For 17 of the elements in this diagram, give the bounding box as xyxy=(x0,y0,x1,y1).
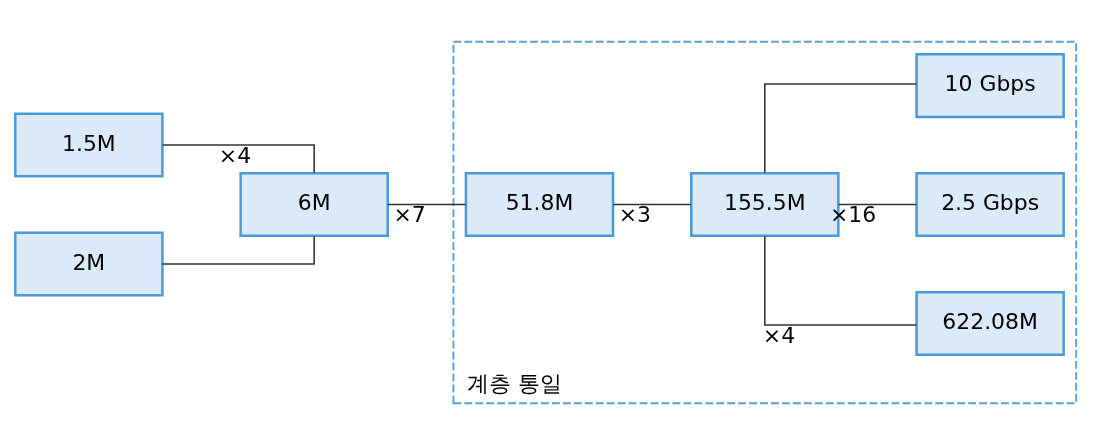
edge-label: ×4 xyxy=(762,322,796,348)
node-box: 2M xyxy=(14,230,164,296)
connector xyxy=(387,203,467,205)
edge-label: ×4 xyxy=(218,142,252,168)
node-box: 1.5M xyxy=(14,112,164,178)
edge-label: ×7 xyxy=(393,201,426,227)
connector xyxy=(764,82,918,174)
node-box: 622.08M xyxy=(915,290,1065,356)
node-box: 51.8M xyxy=(464,171,615,237)
node-box: 2.5 Gbps xyxy=(915,171,1065,237)
connector xyxy=(612,203,692,205)
node-box: 6M xyxy=(239,171,389,237)
edge-label: ×3 xyxy=(618,201,651,227)
connector xyxy=(161,235,315,265)
connector xyxy=(161,143,315,173)
connector xyxy=(764,234,918,326)
node-box: 10 Gbps xyxy=(915,52,1065,118)
